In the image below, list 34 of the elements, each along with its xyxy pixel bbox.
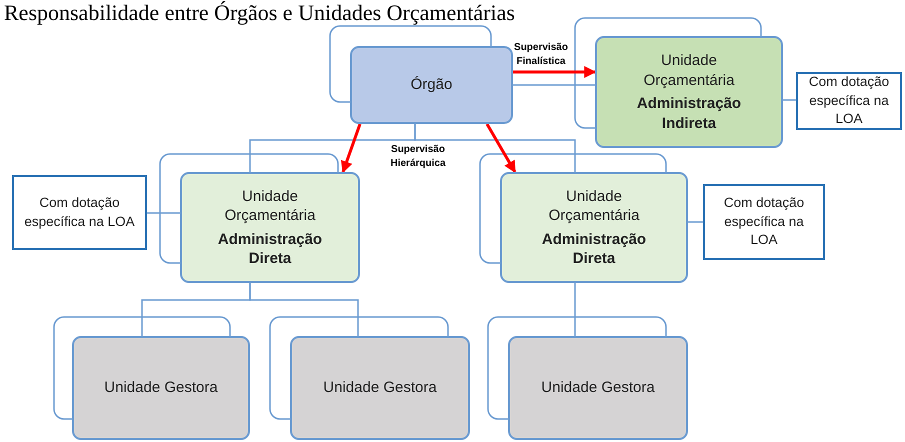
org-unit-box <box>500 172 688 283</box>
connector <box>414 124 576 172</box>
connector <box>688 221 703 223</box>
title: Responsabilidade entre Órgãos e Unidades Orçamentárias <box>4 1 515 24</box>
unit-name: Unidade Orçamentária <box>224 186 316 226</box>
unit-name: Com dotação específica na LOA <box>808 72 890 128</box>
org-unit-box <box>72 336 250 440</box>
org-unit-box <box>350 46 513 124</box>
unit-name: Com dotação específica na LOA <box>23 194 136 231</box>
connector <box>783 99 796 101</box>
unit-name: Unidade Orçamentária <box>548 186 640 226</box>
unit-type: Administração Direta <box>216 230 324 268</box>
org-unit-box <box>290 336 470 440</box>
unit-type: Administração Direta <box>540 230 648 268</box>
connector <box>340 124 362 174</box>
org-unit-box <box>595 36 783 148</box>
connector <box>486 123 516 174</box>
unit-type: Administração Indireta <box>636 94 742 133</box>
unit-name: Unidade Orçamentária <box>642 51 736 90</box>
connector <box>147 212 180 214</box>
unit-name: Unidade Gestora <box>541 378 655 398</box>
connector <box>513 66 596 78</box>
org-unit-box <box>508 336 688 440</box>
unit-name: Unidade Gestora <box>104 378 218 398</box>
note-box <box>12 175 147 250</box>
unit-name: Com dotação específica na LOA <box>722 194 806 250</box>
connector <box>513 84 595 86</box>
org-unit-box <box>180 172 360 283</box>
unit-name: Órgão <box>410 75 452 95</box>
connector <box>249 283 359 336</box>
unit-name: Unidade Gestora <box>323 378 437 398</box>
note-box <box>703 184 825 260</box>
connector <box>574 283 576 336</box>
note-box <box>796 72 902 130</box>
